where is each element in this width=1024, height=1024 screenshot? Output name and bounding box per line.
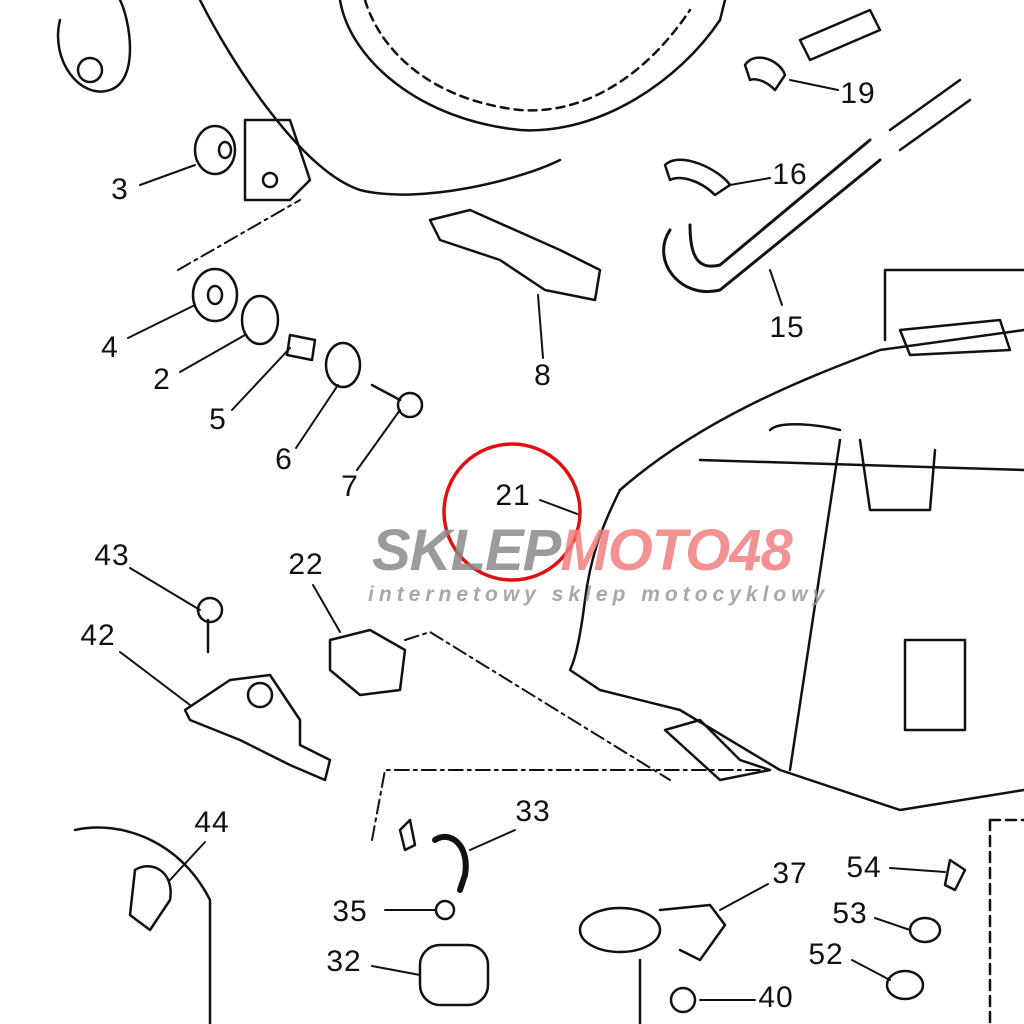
part-label-42[interactable]: 42 [80, 619, 116, 652]
screw-54-part [943, 858, 967, 892]
grommet-52-part [885, 969, 925, 1001]
part-label-22[interactable]: 22 [288, 548, 324, 581]
collar-53-part [908, 916, 942, 944]
clamp-part [428, 208, 602, 302]
part-label-2[interactable]: 2 [153, 363, 171, 396]
part-label-6[interactable]: 6 [275, 443, 293, 476]
part-label-43[interactable]: 43 [94, 539, 130, 572]
damper-block-part [328, 628, 407, 697]
seat-cover-part [56, 0, 727, 196]
mount-bracket-part [183, 673, 332, 782]
band-clamp-part [578, 906, 662, 954]
washer-part [191, 267, 239, 323]
part-label-54[interactable]: 54 [846, 851, 882, 884]
part-label-7[interactable]: 7 [341, 470, 359, 503]
grommet-part [193, 124, 237, 176]
fuel-tank-part [568, 268, 1024, 812]
part-label-32[interactable]: 32 [326, 945, 362, 978]
watermark-brand: SKLEPMOTO48 [372, 522, 793, 580]
hose-clamp-19-part [743, 56, 787, 92]
part-label-16[interactable]: 16 [772, 158, 808, 191]
clip-part [398, 818, 417, 852]
part-label-37[interactable]: 37 [772, 857, 808, 890]
hose-part [662, 78, 972, 293]
part-label-35[interactable]: 35 [332, 895, 368, 928]
collar-part [285, 333, 317, 362]
group-boundary [988, 818, 1024, 1024]
elbow-hose-part [432, 833, 469, 893]
washer-6-part [324, 341, 362, 389]
part-label-33[interactable]: 33 [515, 795, 551, 828]
clip-35-part [434, 899, 456, 921]
watermark-brand-red: MOTO48 [560, 518, 792, 583]
bracket-part [243, 118, 312, 202]
breather-hose-part [798, 8, 882, 62]
grommet-hole [217, 140, 233, 160]
damper-part [240, 294, 280, 346]
part-label-21[interactable]: 21 [495, 479, 531, 512]
mount-bracket-hole [246, 681, 274, 709]
highlight-circle [442, 442, 582, 582]
part-label-5[interactable]: 5 [209, 403, 227, 436]
part-label-44[interactable]: 44 [194, 806, 230, 839]
nut-40-part [669, 986, 697, 1014]
leader-lines [119, 79, 946, 1001]
band-clamp-bracket [658, 903, 727, 962]
part-label-15[interactable]: 15 [769, 311, 805, 344]
watermark-tagline: internetowy sklep motocyklowy [368, 583, 830, 606]
watermark-brand-gray: SKLEP [372, 518, 561, 583]
cap-part [418, 943, 490, 1007]
part-label-53[interactable]: 53 [832, 897, 868, 930]
part-label-3[interactable]: 3 [111, 173, 129, 206]
washer-hole [206, 284, 224, 306]
bolt-43-part [196, 596, 224, 654]
part-label-4[interactable]: 4 [101, 331, 119, 364]
part-label-8[interactable]: 8 [534, 359, 552, 392]
bolt-part [370, 383, 424, 419]
bracket-hole [261, 171, 279, 189]
part-label-52[interactable]: 52 [808, 938, 844, 971]
hose-clamp-part [663, 158, 732, 197]
part-label-40[interactable]: 40 [758, 981, 794, 1014]
cable-part [73, 826, 212, 1024]
part-label-19[interactable]: 19 [840, 77, 876, 110]
